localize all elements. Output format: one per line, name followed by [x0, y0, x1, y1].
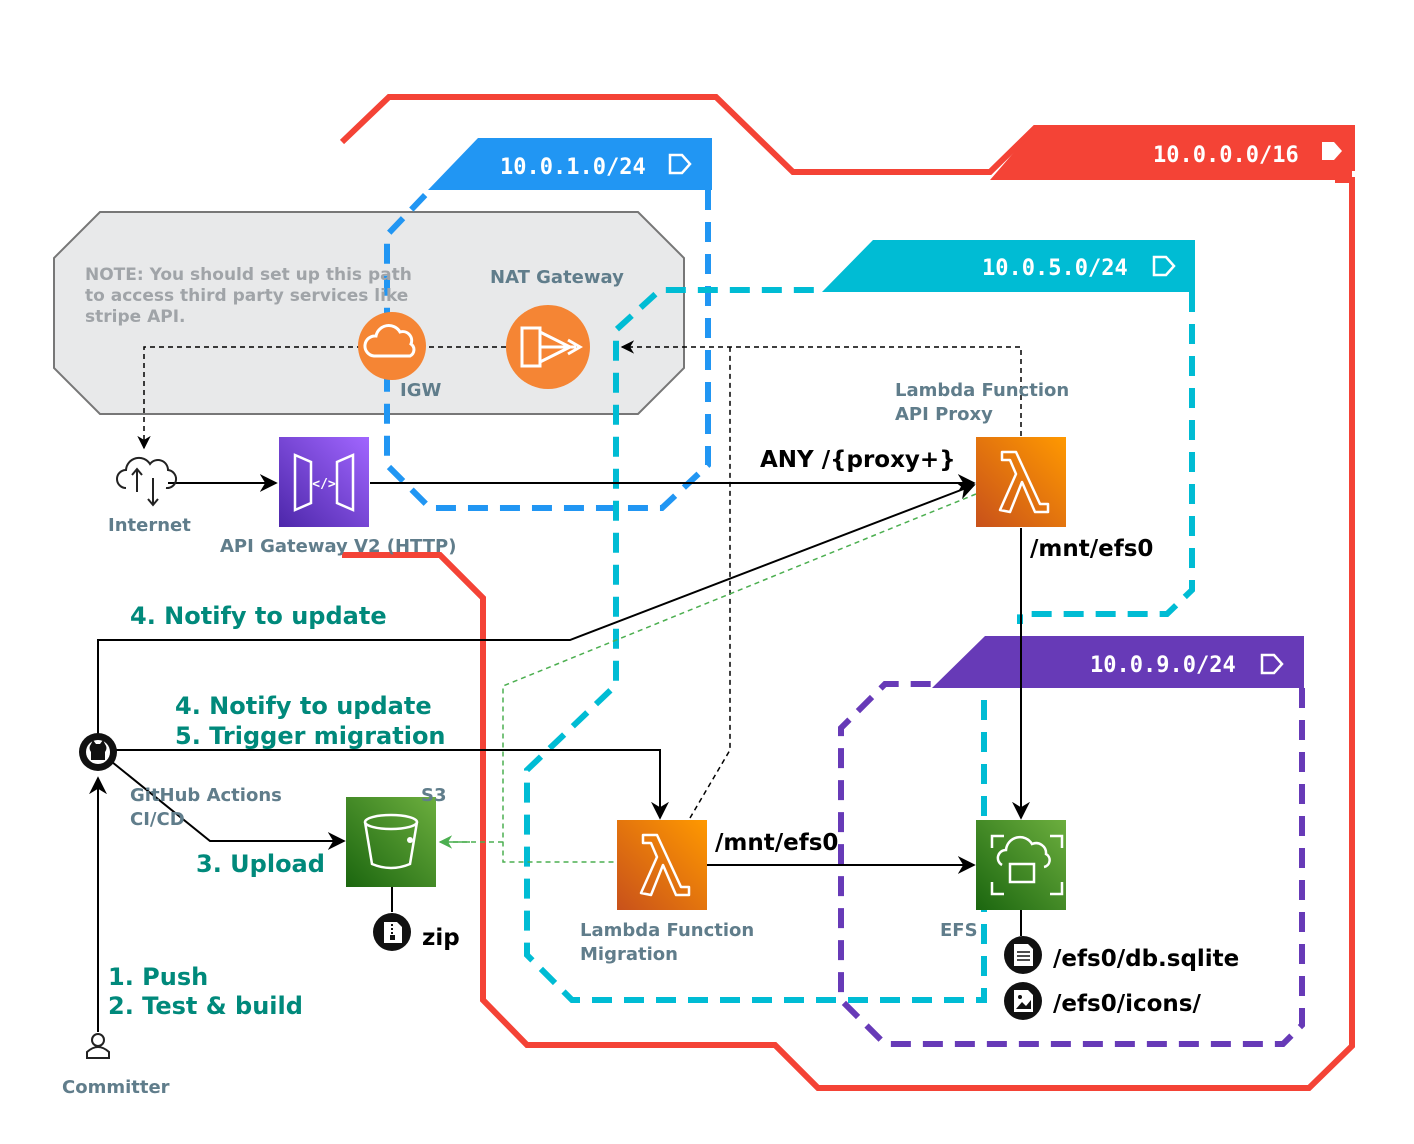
subnet-1-cidr-label: 10.0.1.0/24 — [500, 155, 646, 180]
lambda-mig-label-2: Migration — [580, 944, 678, 965]
edge-label-push: 1. Push — [108, 963, 208, 991]
user-icon — [86, 1033, 110, 1059]
tag-icon — [668, 153, 692, 175]
edge-label-mnt-api: /mnt/efs0 — [1030, 536, 1153, 562]
file-image-icon — [1004, 982, 1042, 1020]
edge-label-upload: 3. Upload — [196, 850, 325, 878]
note-line-2: to access third party services like — [85, 286, 408, 306]
edge-label-trigger: 5. Trigger migration — [175, 722, 446, 750]
svg-text:</>: </> — [312, 477, 336, 492]
lambda-api-label-2: API Proxy — [895, 404, 993, 425]
edge-github-migration — [114, 749, 669, 820]
tag-icon — [1322, 142, 1342, 160]
subnet-1-boundary — [384, 187, 711, 511]
file-text-icon — [1004, 936, 1042, 974]
committer-label: Committer — [62, 1077, 170, 1098]
api-gateway-icon: </> — [279, 437, 369, 527]
apigw-label: API Gateway V2 (HTTP) — [220, 536, 456, 557]
github-icon — [79, 733, 117, 771]
tag-icon — [1260, 653, 1284, 675]
subnet-5-cidr-label: 10.0.5.0/24 — [982, 256, 1128, 281]
vpc-cidr-label: 10.0.0.0/16 — [1153, 143, 1299, 168]
nat-gateway-label: NAT Gateway — [490, 267, 624, 288]
igw-label: IGW — [400, 380, 441, 401]
edge-label-any-proxy: ANY /{proxy+} — [760, 447, 956, 473]
edge-label-mnt-mig: /mnt/efs0 — [715, 830, 838, 856]
github-label-1: GitHub Actions — [130, 785, 282, 806]
internet-label: Internet — [108, 515, 191, 536]
note-line-3: stripe API. — [85, 307, 185, 327]
edge-github-lambda-api — [97, 482, 976, 738]
efs-icon — [976, 820, 1066, 910]
subnet-9-cidr-label: 10.0.9.0/24 — [1090, 653, 1236, 678]
internet-icon — [116, 456, 177, 507]
s3-label: S3 — [421, 785, 447, 806]
efs-label: EFS — [940, 920, 978, 941]
edge-label-notify-api: 4. Notify to update — [130, 602, 387, 630]
edge-label-build: 2. Test & build — [108, 992, 303, 1020]
vpc-tag — [990, 128, 1352, 180]
tag-icon — [1152, 255, 1176, 277]
subnet-9-tag — [932, 636, 1304, 688]
subnet-5-tag — [822, 240, 1195, 292]
edge-lambda-s3-access — [440, 493, 977, 863]
lambda-mig-label-1: Lambda Function — [580, 920, 754, 941]
nat-gateway-icon — [506, 305, 590, 389]
note-line-1: NOTE: You should set up this path — [85, 265, 412, 285]
s3-bucket-icon — [346, 797, 436, 887]
lambda-icon — [976, 437, 1066, 527]
edge-lambda-nat — [620, 340, 1022, 436]
edge-github-s3 — [111, 761, 346, 850]
edge-label-notify-mig: 4. Notify to update — [175, 692, 432, 720]
github-label-2: CI/CD — [130, 809, 185, 830]
lambda-icon — [617, 820, 707, 910]
file-zip-label: zip — [422, 925, 460, 951]
cloud-icon — [358, 312, 426, 380]
file-zip-icon — [373, 913, 411, 951]
subnet-1-tag — [428, 138, 712, 190]
lambda-api-label-1: Lambda Function — [895, 380, 1069, 401]
file-icons-label: /efs0/icons/ — [1053, 991, 1201, 1017]
file-db-label: /efs0/db.sqlite — [1053, 946, 1239, 972]
